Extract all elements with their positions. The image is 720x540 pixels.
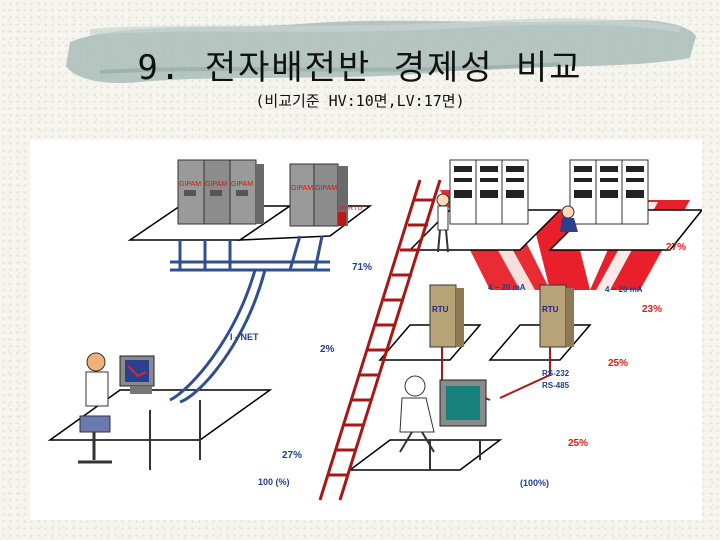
rs485-label: RS-485	[542, 381, 570, 390]
rtu-cabinet-left: RTU	[429, 284, 464, 348]
i-net-label: I - NET	[230, 332, 259, 342]
engineer-figure-right	[561, 205, 575, 219]
operator-workstation-left	[78, 352, 201, 470]
percent-27-right: 27%	[666, 242, 686, 253]
conventional-panels-right	[560, 159, 649, 232]
platforms	[47, 205, 704, 471]
operator-figure	[86, 352, 106, 372]
rtu-label-left: RTU	[432, 305, 449, 314]
title-brush-stroke	[66, 18, 696, 84]
percent-25-upper: 25%	[608, 358, 628, 369]
i-net-cabling	[169, 235, 330, 404]
percent-100-right: (100%)	[520, 478, 549, 488]
operator-figure-right	[404, 375, 426, 397]
percent-2: 2%	[320, 344, 335, 355]
rtu-label-right: RTU	[542, 305, 559, 314]
gipam-label-1: GIPAM	[179, 181, 201, 188]
percent-27-left: 27%	[282, 450, 302, 461]
system-diagram: GIPAM GIPAM GIPAM GIPAM GIPAM m-RTU	[47, 159, 704, 501]
conventional-panels-left	[436, 159, 529, 253]
page-title: 9. 전자배전반 경제성 비교	[137, 48, 583, 88]
operator-workstation-right	[399, 375, 487, 470]
gipam-label-4: GIPAM	[291, 185, 313, 192]
gipam-label-2: GIPAM	[205, 181, 227, 188]
percent-23: 23%	[642, 304, 662, 315]
signal-label-right: 4 ~ 20 mA	[605, 285, 643, 294]
signal-label-left: 4 ~ 20 mA	[488, 283, 526, 292]
page-subtitle: (비교기준 HV:10면,LV:17면)	[255, 92, 465, 110]
percent-100-left: 100 (%)	[258, 477, 290, 487]
rs232-label: RS-232	[542, 369, 570, 378]
gipam-label-3: GIPAM	[231, 181, 253, 188]
engineer-figure-left	[436, 193, 450, 207]
gipam-cabinet-group: GIPAM GIPAM GIPAM	[177, 159, 264, 225]
rtu-cabinet-right: RTU	[539, 284, 574, 348]
percent-71: 71%	[352, 262, 372, 273]
gipam-label-5: GIPAM	[315, 185, 337, 192]
gipam-mrtu-cabinet-group: GIPAM GIPAM m-RTU	[289, 163, 362, 227]
diagram-canvas: GIPAM GIPAM GIPAM GIPAM GIPAM m-RTU	[30, 140, 704, 520]
mini-rtu-label: m-RTU	[340, 205, 362, 212]
cable-ladder	[318, 179, 442, 501]
percent-25-lower: 25%	[568, 438, 588, 449]
